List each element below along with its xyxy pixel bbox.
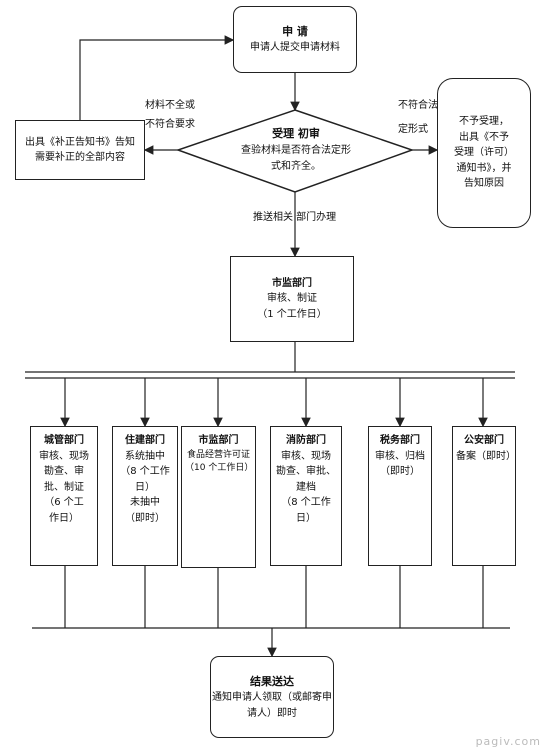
dept-title: 消防部门 [286, 435, 326, 446]
dept-text: 审核、现场 勘查、审批、 建档 （8 个工作 日） [276, 450, 336, 524]
review-line2: 式和齐全。 [271, 161, 321, 172]
right-box-line4: 通知书》，并 [456, 162, 512, 174]
watermark: pagiv.com [475, 735, 541, 748]
apply-text: 申请人提交申请材料 [250, 42, 340, 54]
result-line2: 请人）即时 [247, 707, 297, 719]
market-top-title: 市监部门 [272, 277, 312, 289]
left-label-line1: 材料不全或 [145, 100, 195, 111]
result-title: 结果送达 [250, 674, 294, 688]
dept-text: 审核、归档 （即时） [375, 450, 425, 478]
review-title: 受理 初审 [272, 127, 320, 140]
loop-left-to-apply [79, 35, 235, 120]
result-line1: 通知申请人领取（或邮寄申 [212, 692, 332, 704]
right-box-line3: 受理（许可） [454, 147, 514, 159]
department-market-supervision: 市监部门 食品经营许可证 （10 个工作日） [181, 426, 256, 568]
left-label-line2: 不符合要求 [145, 118, 195, 130]
right-label-line2: 定形式 [398, 123, 428, 135]
dept-text: 备案（即时） [456, 450, 516, 462]
result-delivery-box: 结果送达 通知申请人领取（或邮寄申 请人）即时 [210, 656, 334, 738]
dept-text: 系统抽中 （8 个工作 日） 未抽中 （即时） [120, 450, 170, 524]
left-condition-label: 材料不全或 不符合要求 [145, 98, 205, 132]
dept-title: 住建部门 [125, 435, 165, 446]
dept-text: 审核、现场 勘查、审 批、制证 （6 个工 作日） [39, 450, 89, 524]
dept-title: 城管部门 [44, 435, 84, 446]
market-top-line1: 审核、制证 [267, 293, 317, 305]
left-box-line2: 需要补正的全部内容 [35, 152, 125, 163]
right-box-line2: 出具《不予 [459, 131, 509, 143]
dispatch-label: 推送相关 部门办理 [253, 212, 337, 223]
right-condition-label: 不符合法 定形式 [398, 98, 440, 137]
dept-title: 市监部门 [198, 435, 239, 446]
department-fire-protection: 消防部门 审核、现场 勘查、审批、 建档 （8 个工作 日） [270, 426, 342, 566]
review-line1: 查验材料是否符合法定形 [241, 145, 351, 156]
dept-title: 公安部门 [464, 435, 504, 446]
market-top-line2: （1 个工作日） [257, 308, 327, 320]
apply-box: 申 请 申请人提交申请材料 [233, 6, 357, 73]
right-label-line1: 不符合法 [398, 100, 438, 111]
department-public-security: 公安部门 备案（即时） [452, 426, 516, 566]
right-box-line5: 告知原因 [464, 178, 504, 190]
department-taxation: 税务部门 审核、归档 （即时） [368, 426, 432, 566]
dept-text: 食品经营许可证 （10 个工作日） [185, 449, 254, 474]
apply-title: 申 请 [282, 25, 308, 39]
department-housing-construction: 住建部门 系统抽中 （8 个工作 日） 未抽中 （即时） [112, 426, 178, 566]
left-box-line1: 出具《补正告知书》告知 [25, 136, 135, 148]
right-box-line1: 不予受理， [459, 116, 509, 128]
department-urban-management: 城管部门 审核、现场 勘查、审 批、制证 （6 个工 作日） [30, 426, 98, 566]
market-supervision-top-box: 市监部门 审核、制证 （1 个工作日） [230, 256, 354, 342]
correction-notice-box: 出具《补正告知书》告知 需要补正的全部内容 [15, 120, 145, 180]
dept-title: 税务部门 [380, 435, 420, 446]
rejection-notice-box: 不予受理， 出具《不予 受理（许可） 通知书》，并 告知原因 [437, 78, 531, 228]
